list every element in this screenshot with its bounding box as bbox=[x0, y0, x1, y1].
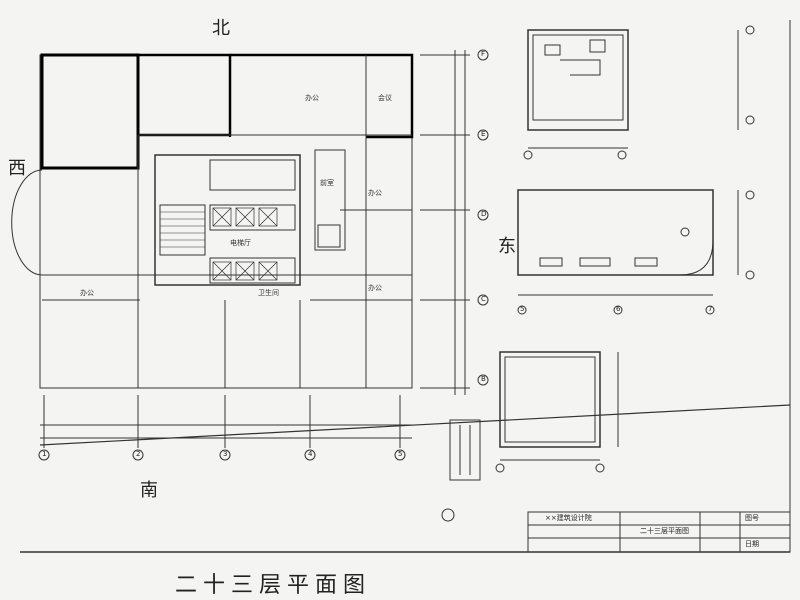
detail-plan-1 bbox=[527, 29, 629, 131]
room-label: 电梯厅 bbox=[230, 239, 251, 247]
axis-label: 7 bbox=[708, 305, 713, 313]
room-label: 会议 bbox=[378, 94, 392, 102]
compass-east: 东 bbox=[498, 236, 516, 257]
building-core bbox=[154, 154, 301, 286]
compass-west: 西 bbox=[8, 158, 26, 179]
axis-label: 5 bbox=[520, 305, 525, 313]
room-label: 卫生间 bbox=[258, 289, 279, 297]
building-outline bbox=[39, 54, 413, 389]
title-block-date: 日期 bbox=[745, 540, 759, 548]
axis-label: D bbox=[481, 210, 487, 218]
axis-label: 6 bbox=[616, 305, 621, 313]
axis-label: B bbox=[481, 375, 486, 383]
title-block-code: 图号 bbox=[745, 514, 759, 522]
room-label: 办公 bbox=[368, 189, 382, 197]
highlighted-roof-line bbox=[230, 53, 414, 139]
axis-label: 2 bbox=[136, 450, 141, 458]
axis-label: E bbox=[481, 130, 486, 138]
axis-label: 3 bbox=[223, 450, 228, 458]
detail-plan-3 bbox=[499, 351, 601, 448]
title-block-institute: ××建筑设计院 bbox=[545, 514, 592, 522]
compass-north: 北 bbox=[212, 18, 230, 39]
axis-label: F bbox=[481, 50, 486, 58]
axis-label: 5 bbox=[398, 450, 403, 458]
west-semicircle bbox=[11, 169, 43, 276]
room-label: 办公 bbox=[80, 289, 94, 297]
highlighted-room-1 bbox=[40, 53, 140, 170]
room-label: 前室 bbox=[320, 179, 334, 187]
room-label: 办公 bbox=[305, 94, 319, 102]
axis-label: 1 bbox=[42, 450, 47, 458]
room-label: 办公 bbox=[368, 284, 382, 292]
detail-plan-2 bbox=[517, 189, 714, 276]
compass-south: 南 bbox=[140, 480, 158, 501]
drawing-title: 二十三层平面图 bbox=[175, 573, 372, 598]
title-block-drawing-name: 二十三层平面图 bbox=[640, 527, 689, 535]
highlighted-room-2 bbox=[136, 53, 232, 137]
axis-label: C bbox=[481, 295, 486, 303]
axis-label: 4 bbox=[308, 450, 313, 458]
